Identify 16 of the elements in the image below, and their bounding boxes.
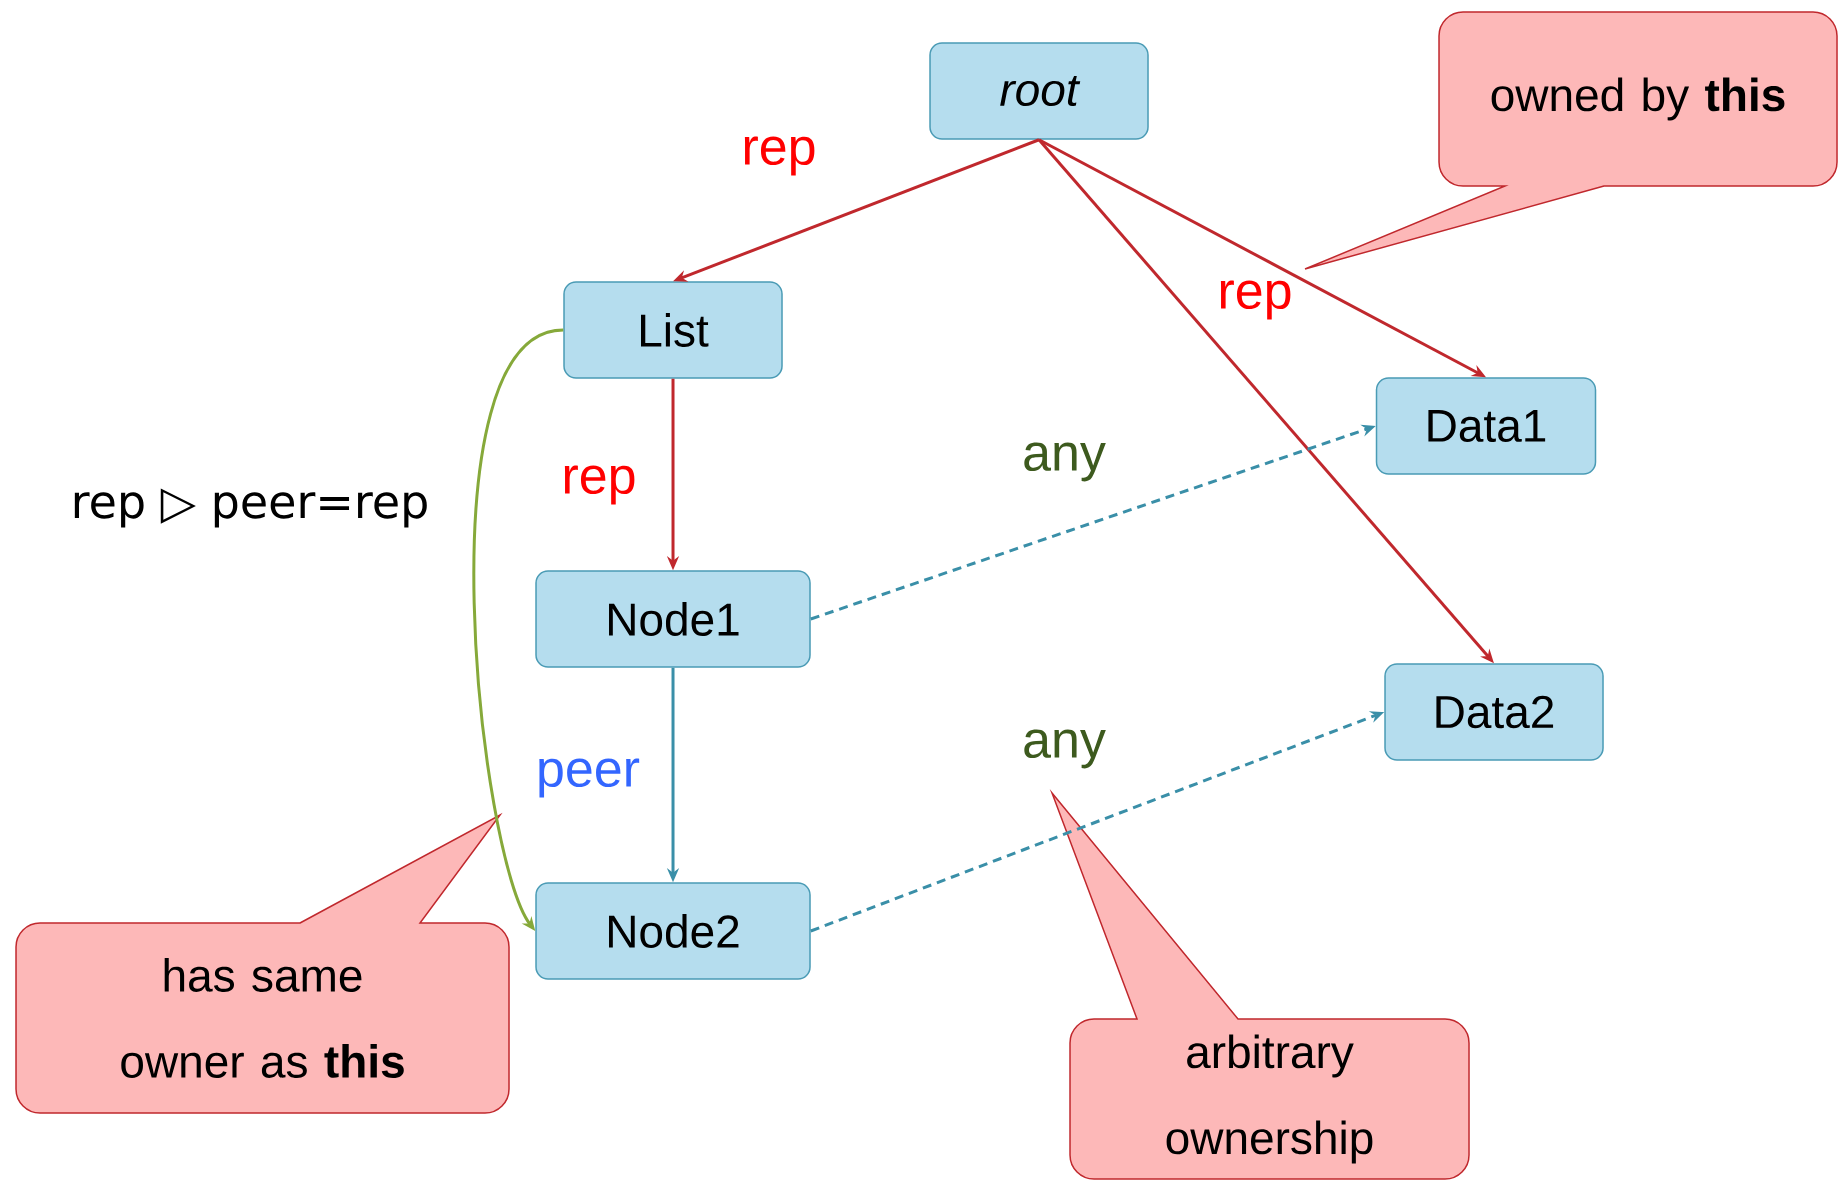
speech-bubble: owned by this: [1304, 11, 1838, 270]
node-box: root: [929, 42, 1149, 140]
edge-label: rep: [744, 136, 815, 176]
edge-label: rep: [564, 465, 635, 505]
speech-bubble: arbitrary ownership: [1051, 792, 1470, 1180]
node-box: Data1: [1375, 377, 1597, 475]
node-box: List: [563, 281, 783, 379]
edge-label: any: [1024, 729, 1106, 769]
speech-bubble: has same owner as this: [15, 814, 510, 1114]
node-box: Node1: [535, 570, 811, 668]
node-box: Data2: [1384, 663, 1604, 761]
edge-label: rep ▷ peer=rep: [74, 488, 427, 528]
edge-label: peer: [539, 758, 640, 798]
edge-label: rep: [1220, 280, 1291, 320]
node-box: Node2: [535, 882, 811, 980]
edge-label: any: [1024, 442, 1106, 482]
